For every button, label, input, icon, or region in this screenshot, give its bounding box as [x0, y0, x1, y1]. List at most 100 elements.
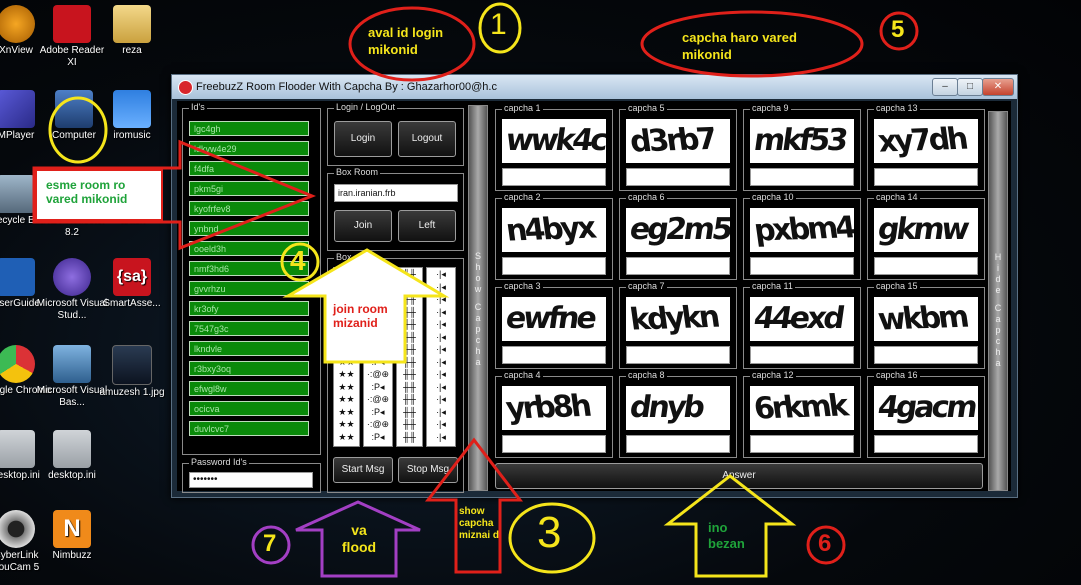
desktop-icon-mplayer[interactable]: MPlayer — [0, 90, 52, 142]
emoticon-item[interactable]: ·|◂ — [436, 344, 446, 354]
emoticon-item[interactable]: ★★ — [338, 331, 355, 342]
emoticon-item[interactable]: :P◂ — [371, 381, 385, 392]
left-button[interactable]: Left — [398, 210, 456, 242]
stop-msg-button[interactable]: Stop Msg — [398, 457, 458, 483]
desktop-icon-desktop-ini-2[interactable]: desktop.ini — [36, 430, 108, 482]
emoticon-item[interactable]: :P◂ — [371, 406, 385, 417]
start-msg-button[interactable]: Start Msg — [333, 457, 393, 483]
emoticon-item[interactable]: ╫╫ — [403, 369, 416, 379]
emoticon-item[interactable]: ·|◂ — [436, 381, 446, 392]
capcha-answer-input[interactable] — [502, 257, 606, 275]
emoticon-item[interactable]: ·:@⊕ — [366, 344, 390, 354]
emoticon-item[interactable]: ★★ — [338, 344, 355, 354]
desktop-icon-smartassembly[interactable]: {sa} SmartAsse... — [96, 258, 168, 310]
emoticon-item[interactable]: ★★ — [338, 406, 355, 417]
emoticon-item[interactable]: ·|◂ — [436, 331, 446, 342]
emoticon-item[interactable]: ·:@⊕ — [366, 394, 390, 404]
capcha-answer-input[interactable] — [750, 168, 854, 186]
emoticon-list-3[interactable]: ╫╫╫╫╫╫╫╫╫╫╫╫╫╫╫╫╫╫╫╫╫╫╫╫╫╫╫╫ — [396, 267, 423, 447]
emoticon-item[interactable]: ★★ — [338, 281, 355, 292]
emoticon-item[interactable]: :P◂ — [371, 356, 385, 367]
id-item[interactable]: lgc4gh — [189, 121, 309, 136]
emoticon-item[interactable]: ╫╫ — [403, 431, 416, 442]
answer-button[interactable]: Answer — [495, 463, 983, 489]
emoticon-item[interactable]: ★★ — [338, 381, 355, 392]
hide-capcha-button[interactable]: H i d e C a p c h a — [988, 111, 1008, 491]
desktop-icon-xnview[interactable]: XnView — [0, 5, 52, 57]
emoticon-item[interactable]: ╫╫ — [403, 344, 416, 354]
emoticon-item[interactable]: ╫╫ — [403, 306, 416, 317]
show-capcha-button[interactable]: S h o w C a p c h a — [468, 105, 488, 491]
id-item[interactable]: ynbnd — [189, 221, 309, 236]
login-button[interactable]: Login — [334, 121, 392, 157]
emoticon-item[interactable]: ·|◂ — [436, 406, 446, 417]
emoticon-list-2[interactable]: :P◂:P◂·:@⊕:P◂·:@⊕:P◂·:@⊕:P◂·:@⊕:P◂·:@⊕:P… — [363, 267, 393, 447]
emoticon-item[interactable]: ╫╫ — [403, 419, 416, 429]
id-item[interactable]: r3bxy3oq — [189, 361, 309, 376]
emoticon-item[interactable]: ★★ — [338, 394, 355, 404]
id-item[interactable]: 7547g3c — [189, 321, 309, 336]
maximize-button[interactable]: □ — [957, 78, 983, 96]
minimize-button[interactable]: – — [932, 78, 958, 96]
emoticon-item[interactable]: :P◂ — [371, 431, 385, 442]
capcha-answer-input[interactable] — [750, 346, 854, 364]
desktop-icon-youcam[interactable]: CyberLink YouCam 5 — [0, 510, 52, 574]
emoticon-item[interactable]: ╫╫ — [403, 294, 416, 304]
id-item[interactable]: gvvrhzu — [189, 281, 309, 296]
capcha-answer-input[interactable] — [626, 257, 730, 275]
capcha-answer-input[interactable] — [874, 168, 978, 186]
id-item[interactable]: ldkvw4e29 — [189, 141, 309, 156]
id-item[interactable]: efwgl8w — [189, 381, 309, 396]
desktop-icon-desktop-ini-1[interactable]: desktop.ini — [0, 430, 52, 482]
desktop-icon-reza[interactable]: reza — [96, 5, 168, 57]
emoticon-item[interactable]: :P◂ — [371, 331, 385, 342]
emoticon-item[interactable]: ·:@⊕ — [366, 419, 390, 429]
title-bar[interactable]: FreebuzZ Room Flooder With Capcha By : G… — [172, 75, 1017, 99]
emoticon-list-4[interactable]: ·|◂·|◂·|◂·|◂·|◂·|◂·|◂·|◂·|◂·|◂·|◂·|◂·|◂·… — [426, 267, 456, 447]
capcha-answer-input[interactable] — [626, 346, 730, 364]
id-item[interactable]: kr3ofy — [189, 301, 309, 316]
emoticon-item[interactable]: ·|◂ — [436, 306, 446, 317]
emoticon-item[interactable]: ·|◂ — [436, 281, 446, 292]
emoticon-item[interactable]: :P◂ — [371, 269, 385, 279]
emoticon-item[interactable]: ╫╫ — [403, 406, 416, 417]
id-item[interactable]: f4dfa — [189, 161, 309, 176]
close-button[interactable]: ✕ — [982, 78, 1014, 96]
capcha-answer-input[interactable] — [626, 168, 730, 186]
capcha-answer-input[interactable] — [626, 435, 730, 453]
desktop-icon-chrome[interactable]: Google Chrome — [0, 345, 52, 397]
emoticon-item[interactable]: ·|◂ — [436, 269, 446, 279]
capcha-answer-input[interactable] — [874, 257, 978, 275]
emoticon-item[interactable]: ╫╫ — [403, 381, 416, 392]
desktop-icon-nimbuzz[interactable]: N Nimbuzz — [36, 510, 108, 562]
capcha-answer-input[interactable] — [750, 435, 854, 453]
capcha-answer-input[interactable] — [874, 435, 978, 453]
emoticon-item[interactable]: ·:@⊕ — [366, 369, 390, 379]
emoticon-item[interactable]: ╫╫ — [403, 356, 416, 367]
id-item[interactable]: ocicva — [189, 401, 309, 416]
emoticon-list-1[interactable]: ★★★★★★★★★★★★★★★★★★★★★★★★★★★★ — [333, 267, 360, 447]
emoticon-item[interactable]: ★★ — [338, 356, 355, 367]
emoticon-item[interactable]: ·|◂ — [436, 319, 446, 329]
desktop-icon-adobe-reader[interactable]: Adobe Reader XI — [36, 5, 108, 69]
emoticon-item[interactable]: ╫╫ — [403, 269, 416, 279]
desktop-icon-userguide[interactable]: UserGuide — [0, 258, 52, 310]
emoticon-item[interactable]: ╫╫ — [403, 281, 416, 292]
id-item[interactable]: lkndvle — [189, 341, 309, 356]
emoticon-item[interactable]: ★★ — [338, 419, 355, 429]
capcha-answer-input[interactable] — [750, 257, 854, 275]
emoticon-item[interactable]: ·|◂ — [436, 419, 446, 429]
emoticon-item[interactable]: ★★ — [338, 431, 355, 442]
emoticon-item[interactable]: ·|◂ — [436, 294, 446, 304]
emoticon-item[interactable]: ·|◂ — [436, 431, 446, 442]
emoticon-item[interactable]: ·|◂ — [436, 369, 446, 379]
emoticon-item[interactable]: :P◂ — [371, 281, 385, 292]
desktop-icon-amuzesh[interactable]: amuzesh 1.jpg — [96, 345, 168, 399]
capcha-answer-input[interactable] — [502, 346, 606, 364]
emoticon-item[interactable]: ★★ — [338, 369, 355, 379]
emoticon-item[interactable]: ╫╫ — [403, 394, 416, 404]
desktop-icon-recycle-bin[interactable]: Recycle Bin — [0, 175, 52, 227]
capcha-answer-input[interactable] — [502, 435, 606, 453]
password-input[interactable]: ••••••• — [189, 472, 313, 488]
desktop-icon-visual-studio[interactable]: Microsoft Visual Stud... — [36, 258, 108, 322]
